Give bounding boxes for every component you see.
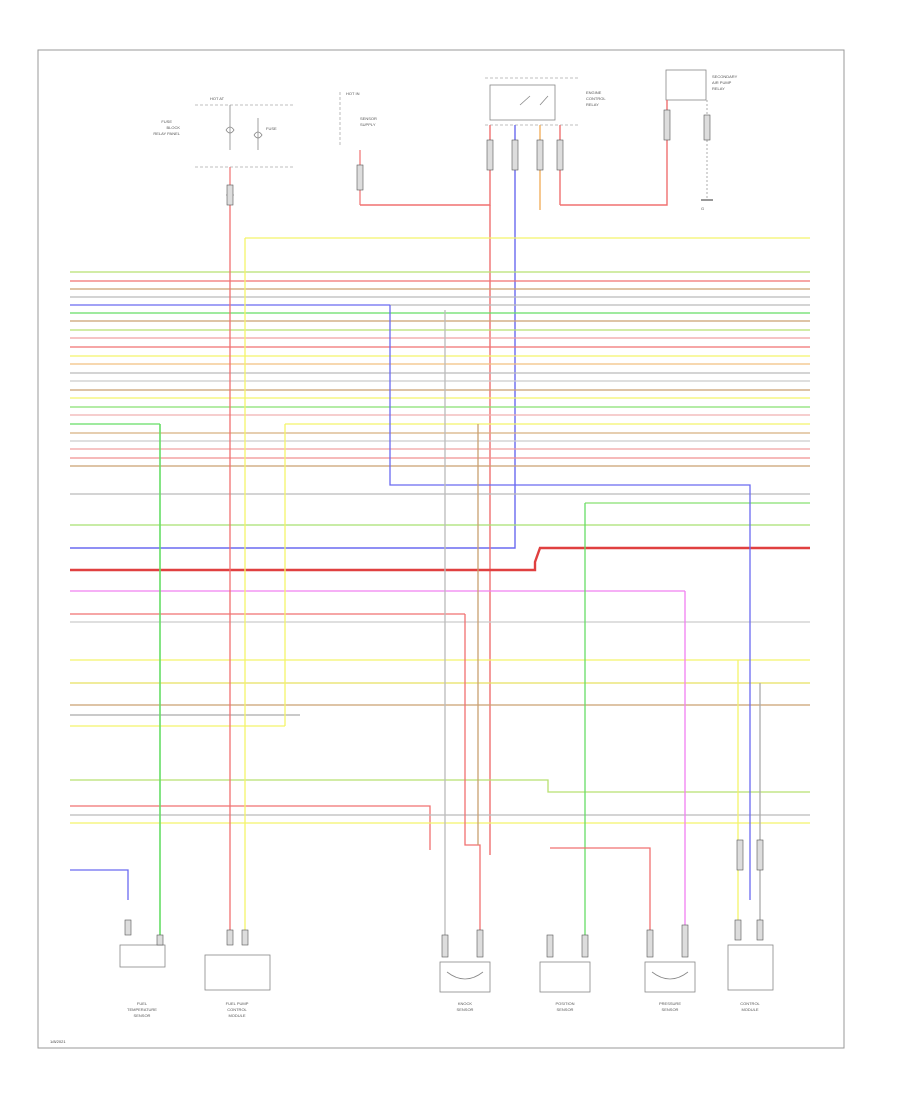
- diagram-code: 1/8/2021: [50, 1039, 66, 1044]
- component-label: PRESSURE: [659, 1001, 681, 1006]
- wire-blue: [70, 125, 516, 549]
- fuel-temperature-sensor: FUEL TEMPERATURE SENSOR: [119, 944, 166, 1018]
- control-module: CONTROL MODULE: [727, 944, 774, 1012]
- component-label: FUEL: [137, 1001, 148, 1006]
- relay-label: ENGINE: [586, 90, 602, 95]
- component-label: CONTROL: [740, 1001, 760, 1006]
- knock-sensor: KNOCK SENSOR: [439, 961, 491, 1012]
- wire-blue: [389, 305, 751, 900]
- vertical-drops: [159, 200, 761, 935]
- component-label: FUEL PUMP: [226, 1001, 249, 1006]
- fuse-block-label: RELAY PANEL: [153, 131, 180, 136]
- bus-wires: [70, 237, 810, 900]
- module-icon: [727, 944, 774, 991]
- fuse-block-label: HOT AT: [210, 96, 225, 101]
- ground-label: G: [701, 206, 704, 211]
- fuse-block-label: BLOCK: [166, 125, 180, 130]
- wire-red: [464, 614, 481, 930]
- wire-red: [70, 546, 810, 572]
- module-icon: [665, 69, 707, 101]
- engine-control-relay: ENGINE CONTROL RELAY: [485, 77, 606, 126]
- pressure-sensor: PRESSURE SENSOR: [644, 961, 696, 1012]
- component-label: MODULE: [228, 1013, 245, 1018]
- module-icon: [204, 954, 271, 991]
- fuel-pump-control-module: FUEL PUMP CONTROL MODULE: [204, 954, 271, 1018]
- hot-run-label: HOT IN: [346, 91, 360, 96]
- module-top-label: SECONDARY: [712, 74, 738, 79]
- relay-label: RELAY: [586, 102, 599, 107]
- fuse-block-label: FUSE: [161, 119, 172, 124]
- component-label: POSITION: [555, 1001, 574, 1006]
- fuse-block-label: FUSE: [266, 126, 277, 131]
- secondary-air-pump-relay: SECONDARY AIR PUMP RELAY G: [665, 69, 738, 211]
- top-wires: [70, 100, 668, 855]
- position-sensor: POSITION SENSOR: [539, 961, 591, 1012]
- fuse-block-top: FUSE BLOCK RELAY PANEL HOT AT FUSE: [153, 96, 295, 200]
- wire-red: [550, 847, 651, 930]
- sensor-icon: [119, 944, 166, 968]
- wire-lightgreen: [70, 779, 810, 793]
- component-label: SENSOR: [662, 1007, 679, 1012]
- component-label: CONTROL: [227, 1007, 247, 1012]
- component-label: MODULE: [741, 1007, 758, 1012]
- wire-blue: [70, 869, 129, 900]
- sensor-icon: [539, 961, 591, 993]
- wire-red: [360, 125, 491, 206]
- relay-label: CONTROL: [586, 96, 606, 101]
- module-top-label: RELAY: [712, 86, 725, 91]
- fuse-icon: [225, 105, 235, 150]
- connector-terminals: [124, 109, 764, 958]
- hot-run-label: SENSOR: [360, 116, 377, 121]
- sensor-icon: [439, 961, 491, 993]
- component-label: SENSOR: [134, 1013, 151, 1018]
- relay-icon: [519, 95, 549, 106]
- diagram-frame: [37, 49, 845, 1049]
- wire-red: [70, 805, 431, 850]
- wire-red: [560, 100, 668, 206]
- component-label: TEMPERATURE: [127, 1007, 157, 1012]
- component-label: SENSOR: [457, 1007, 474, 1012]
- hot-run-label: SUPPLY: [360, 122, 376, 127]
- sensor-icon: [644, 961, 696, 993]
- fuse-icon: [253, 118, 263, 150]
- component-label: SENSOR: [557, 1007, 574, 1012]
- module-top-label: AIR PUMP: [712, 80, 732, 85]
- component-label: KNOCK: [458, 1001, 473, 1006]
